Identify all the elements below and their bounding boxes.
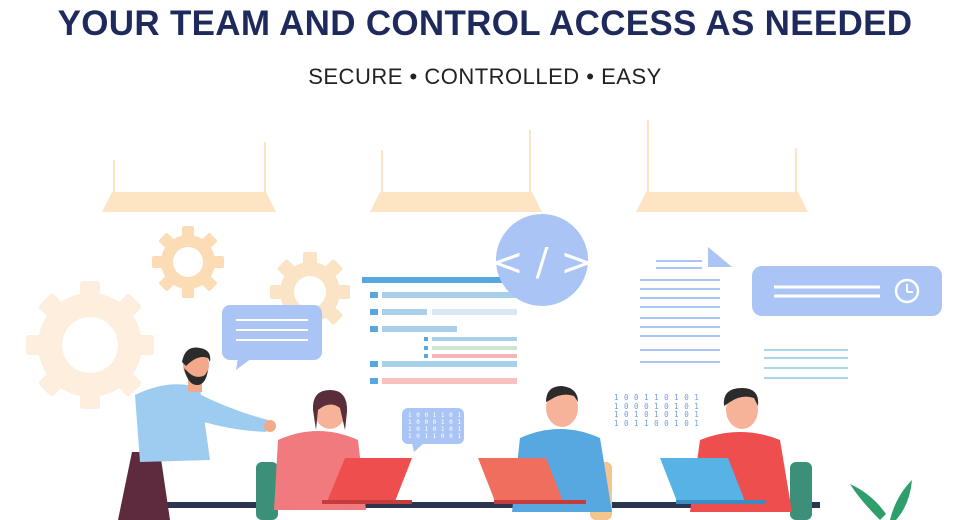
chat-bubble-icon [222,305,322,370]
clock-icon [894,278,920,304]
binary-code: 1 0 0 1 1 0 1 0 1 1 0 0 0 1 0 1 0 1 1 0 … [614,393,700,428]
lamp-middle [370,130,542,212]
document-icon [640,247,732,363]
page-subtitle: SECURE • CONTROLLED • EASY [308,64,662,89]
laptop-icon [660,458,766,504]
text-lines [764,349,848,379]
plant-icon [850,480,912,520]
chair [256,462,278,520]
binary-code-small: 1 0 0 1 1 0 1 0 1 1 0 0 0 1 0 1 0 1 1 0 … [408,412,478,440]
code-symbol: < / > [492,240,593,284]
standing-presenter [118,347,276,520]
binary-bubble [402,408,464,452]
gear-icon [152,226,224,298]
lamp-right [636,120,808,212]
chair [790,462,812,520]
lamp-left [102,142,276,212]
laptop-icon [322,458,412,504]
page-headline: YOUR TEAM AND CONTROL ACCESS AS NEEDED [57,4,913,43]
laptop-icon [478,458,586,504]
meeting-table [140,502,820,508]
message-card [752,266,942,316]
code-panel [362,277,517,384]
code-icon: < / > [492,214,593,306]
gear-icon [26,281,154,409]
